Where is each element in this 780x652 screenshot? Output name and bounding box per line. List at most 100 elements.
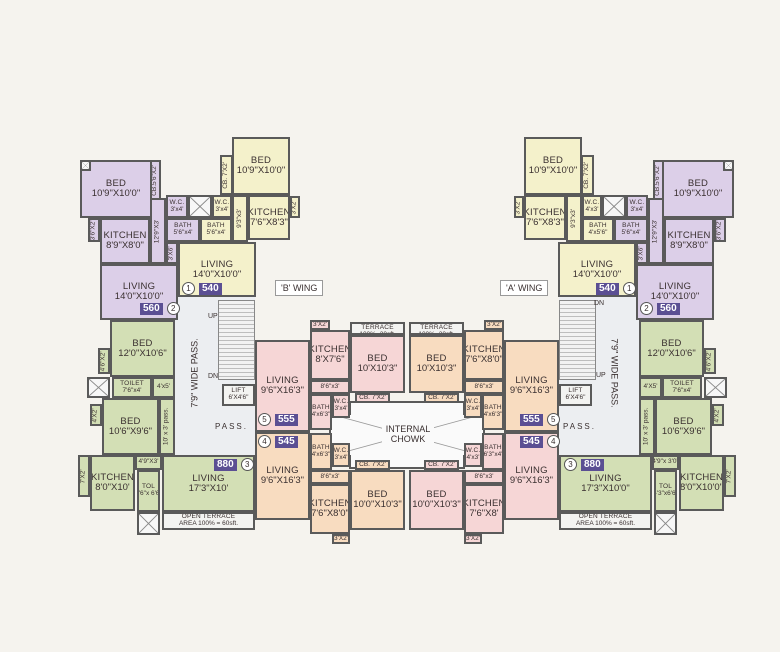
room-dimensions: 8'6"x3'	[474, 382, 494, 390]
room-dimensions: 3'x4'	[170, 205, 184, 213]
room-name: BED	[661, 337, 682, 349]
room-c-wc-bl: W.C.3'x4'	[332, 443, 350, 467]
room-dimensions: 10'9"X10'0"	[91, 188, 141, 199]
room-b-pass1: 9'3"x3'	[232, 195, 248, 242]
room-dimensions: 3'X2'	[290, 199, 298, 215]
room-a-462: 4'6"X2'	[704, 348, 716, 374]
room-name: BATH	[312, 404, 330, 412]
room-name: KITCHEN	[464, 498, 504, 510]
room-dimensions: 3'x4'	[334, 454, 348, 461]
room-name: BATH	[589, 222, 607, 230]
room-name: W.C.	[584, 198, 600, 206]
room-dimensions: 8'6"x3'	[320, 382, 340, 390]
room-label: 12'9"X3'	[154, 219, 162, 243]
room-name: LIVING	[122, 281, 156, 293]
room-dimensions: CB.5'6"X2'	[654, 164, 662, 196]
room-dimensions: 4'9"X3'	[138, 458, 159, 466]
room-dimensions: 8'X7'6"	[315, 354, 345, 365]
flat-number: 4	[258, 435, 271, 448]
room-dimensions: 4'x6'3"	[311, 411, 331, 418]
flat-area: 555	[520, 413, 543, 426]
room-name: BED	[673, 415, 694, 427]
room-c-cb-tr: CB. 7'X2'	[424, 393, 459, 403]
room-a-3x2: 3'X2'	[514, 196, 524, 218]
a-wing-label: 'A' WING	[500, 280, 549, 296]
room-dimensions: 4'3"x6'6"	[654, 490, 677, 497]
duct-shaft	[602, 195, 626, 218]
room-dimensions: 3'6"X2'	[89, 220, 97, 240]
room-label: W.C.3'x4'	[170, 199, 185, 214]
room-label: 10' x 3' pass.	[643, 408, 651, 446]
flat-area: 540	[596, 282, 619, 295]
room-c-863-bl: 8'6"x3'	[310, 470, 350, 484]
room-name: BATH	[484, 404, 502, 412]
room-a-wc2: W.C.3'x4'	[626, 195, 648, 218]
room-a-cb2: CB.5'6"X2'	[653, 160, 664, 200]
room-name: BATH	[484, 443, 502, 451]
flat-area: 540	[199, 282, 222, 295]
room-dimensions: 3'X2'	[486, 320, 502, 328]
room-dimensions: 12'0"X10'6"	[118, 347, 167, 359]
flat-number: 3	[240, 458, 254, 471]
room-dimensions: 4'6"x 6'6"	[138, 490, 160, 497]
room-label: W.C.3'x4'	[630, 199, 645, 214]
room-dimensions: 10'9"X10'0"	[236, 165, 286, 176]
room-name: W.C.	[214, 198, 230, 206]
flat-number: 4	[546, 435, 560, 448]
room-a-wc1: W.C.4'x3'	[582, 195, 602, 218]
room-dimensions: 8'6"x3'	[320, 472, 340, 480]
room-label: CB. 7'X2'	[359, 462, 386, 468]
flat-area: 880	[581, 458, 604, 471]
duct-shaft	[80, 160, 91, 171]
flat-number: 5	[258, 413, 271, 426]
room-dimensions: 3'x4'	[466, 405, 480, 412]
room-name: TOL	[141, 483, 156, 491]
room-a-small2: 3'X6'	[636, 242, 648, 264]
room-c-wc-br: W.C.4'x3'	[464, 443, 482, 467]
room-dimensions: 9'6"X16'3"	[509, 475, 554, 486]
b-pass-label: PASS.	[215, 422, 248, 431]
room-dimensions: 10'0"X10'3"	[412, 499, 461, 510]
room-dimensions: AREA 100% = 60sft.	[575, 520, 636, 527]
room-dimensions: AREA 100% = 60sft.	[178, 520, 239, 527]
room-dimensions: 9'3"x3'	[235, 209, 243, 228]
room-label: 8'6"x3'	[320, 382, 340, 391]
room-dimensions: 9'6"X16'3"	[509, 385, 554, 396]
room-name: BED	[542, 155, 564, 167]
room-dimensions: 4'x5'6"	[588, 229, 608, 236]
room-dimensions: 8'9"X8'0"	[106, 240, 144, 251]
room-dimensions: 8'0"X10'	[95, 482, 130, 493]
room-dimensions: 7'6"X8'0"	[311, 508, 349, 519]
room-dimensions: 7'6"x4'	[672, 386, 692, 394]
room-c-cb-bl: CB. 7'X2'	[355, 460, 390, 470]
duct-shaft	[87, 377, 110, 398]
room-a-493: 4'9"x 3'0"	[652, 455, 679, 470]
room-label: CB. 7'X2'	[222, 162, 230, 189]
